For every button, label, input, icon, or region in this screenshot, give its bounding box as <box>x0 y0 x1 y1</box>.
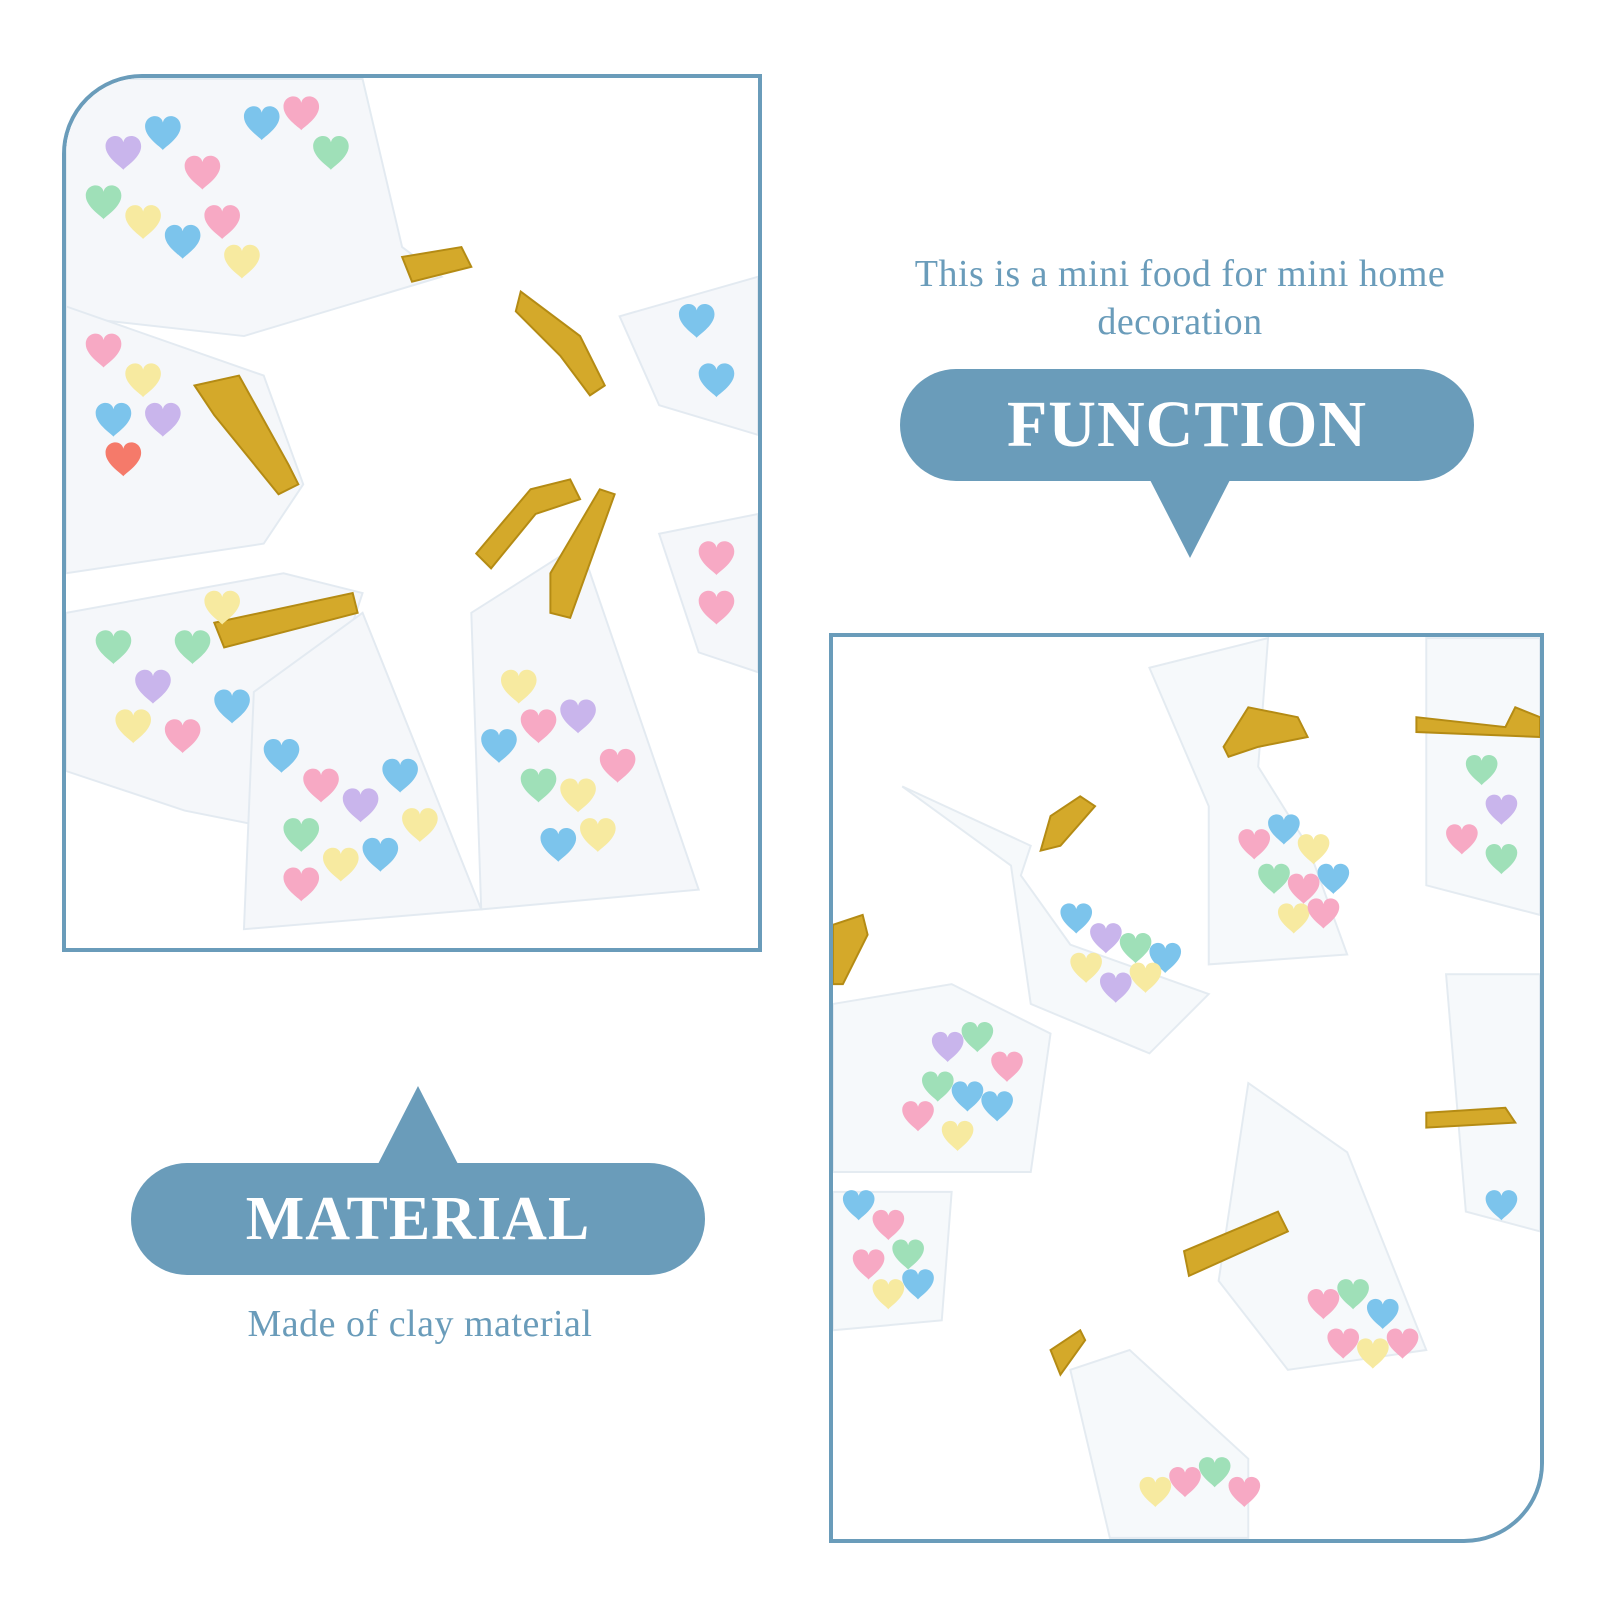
function-pointer-arrow <box>1148 476 1232 558</box>
function-caption: This is a mini food for mini home decora… <box>914 253 1446 343</box>
material-pointer-arrow <box>376 1086 460 1168</box>
candy-bags-illustration-top <box>66 78 758 947</box>
function-label: FUNCTION <box>900 369 1474 481</box>
product-photo-bottom <box>829 633 1544 1543</box>
material-label: MATERIAL <box>131 1163 705 1275</box>
product-photo-top <box>62 74 762 952</box>
candy-bags-illustration-bottom <box>833 637 1540 1539</box>
material-caption: Made of clay material <box>247 1303 593 1345</box>
